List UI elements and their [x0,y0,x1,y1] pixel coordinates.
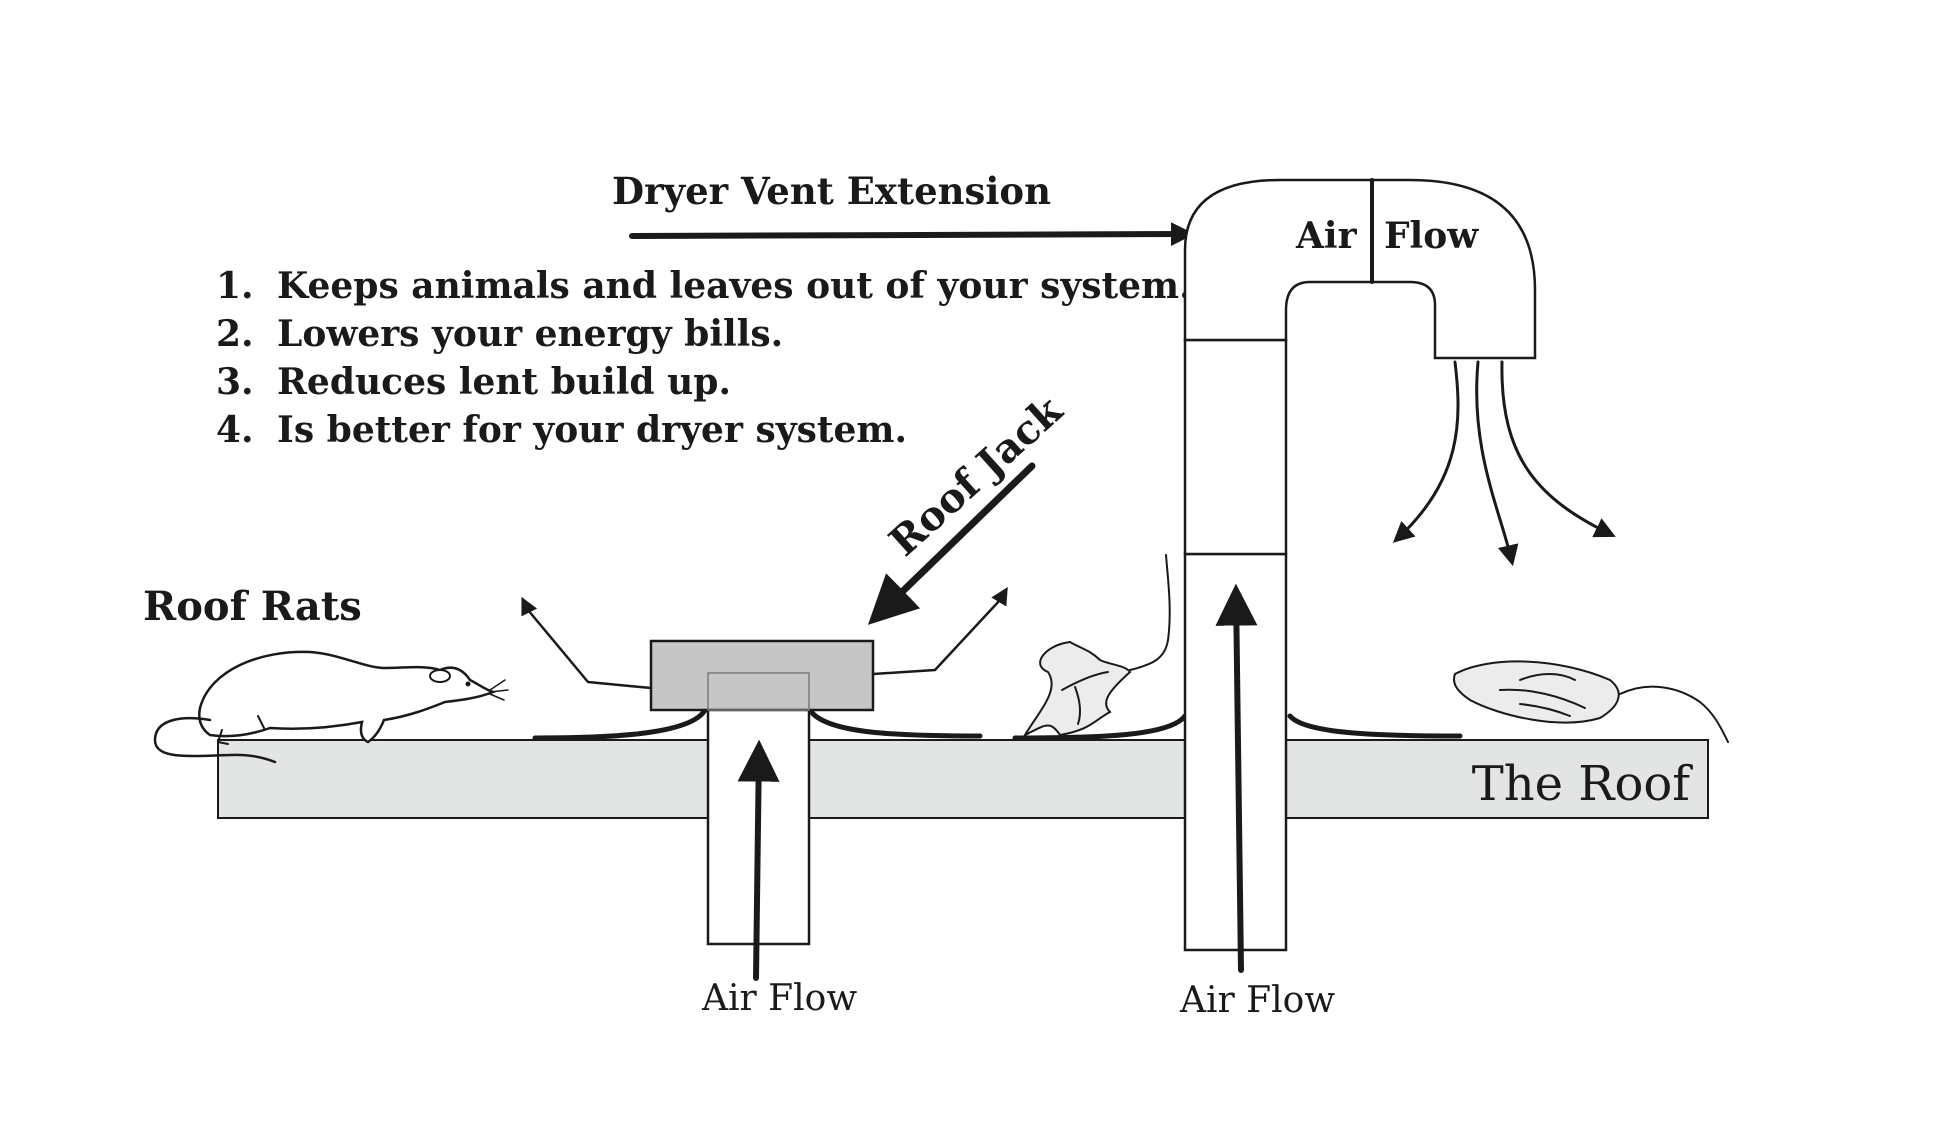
elbow-flow-label: Flow [1384,215,1479,257]
roof-jack-label: Roof Jack [880,386,1072,565]
roof-jack-vent [521,586,1008,981]
extension-airflow-arrow [1215,583,1258,973]
extension-pipe-upper [1183,338,1288,556]
exhaust-arrow-right [871,586,1008,676]
benefit-text: Is better for your dryer system. [277,409,907,451]
air-flow-label-left: Air Flow [701,978,857,1019]
roof-jack-arrow [867,462,1036,625]
roof-slab [217,739,1709,819]
dryer-vent-extension [1012,178,1616,973]
benefits-list: 1. Keeps animals and leaves out of your … [216,265,1192,451]
leaf-left [1022,554,1171,738]
exhaust-arrow-left [521,596,653,690]
roof-rats-label: Roof Rats [143,583,362,630]
benefit-text: Keeps animals and leaves out of your sys… [277,265,1192,307]
benefit-text: Lowers your energy bills. [277,313,783,355]
roof-jack-cap [649,639,875,712]
air-flow-label-right: Air Flow [1179,980,1335,1021]
roof-rat [153,650,509,764]
benefit-text: Reduces lent build up. [277,361,731,403]
benefit-number: 4. [216,409,254,451]
roof-jack-airflow-arrow [737,739,780,981]
outflow-arrow-2 [1475,360,1519,567]
benefit-number: 1. [216,265,254,307]
benefit-number: 3. [216,361,254,403]
outflow-arrow-1 [1392,360,1460,543]
outflow-arrow-3 [1500,360,1616,538]
diagram-title: Dryer Vent Extension [612,169,1051,213]
leaf-right [1452,660,1729,743]
elbow-air-label: Air [1295,215,1358,257]
benefit-number: 2. [216,313,254,355]
extension-elbow [1183,178,1537,360]
title-arrow [629,222,1195,247]
the-roof-label: The Roof [1472,756,1694,812]
